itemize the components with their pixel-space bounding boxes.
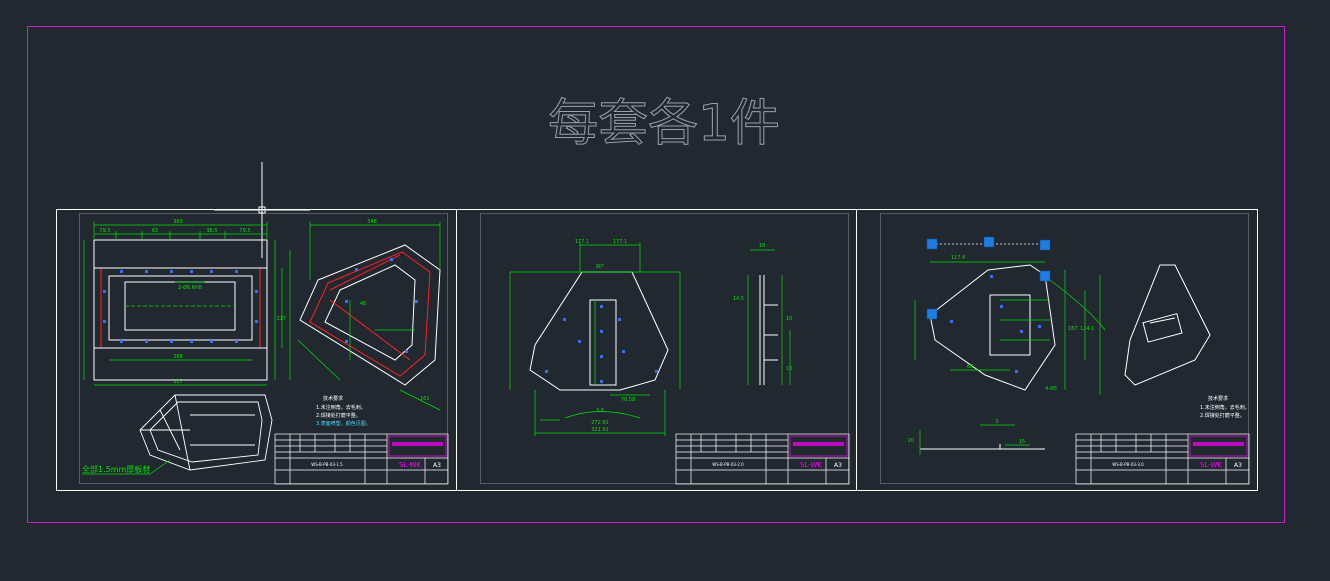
dim-top-4: 79.5 [239,228,250,234]
plate-dim-bottom-2: 3.8 [596,408,604,414]
crosshair-cursor [214,162,310,258]
profile-dim-2: 15 [1019,439,1025,445]
section-dim-3: 16 [786,366,792,372]
note3-line-1: 2.焊接处打磨平整。 [1200,412,1245,419]
grip-handle[interactable] [983,236,995,248]
selection-grips [926,236,1051,320]
selected-plate-holes [950,275,1041,373]
title-block-2 [675,433,850,485]
isometric-view [139,394,273,471]
sel-dim-3: 68 [967,364,973,370]
pentagon-holes [545,305,658,383]
grip-handle[interactable] [1039,270,1051,282]
pentagon-plate [529,271,669,391]
dim-top-1: 79.5 [99,228,110,234]
note-line-2: 3.表面喷塑，颜色见图。 [316,420,371,427]
side-dim-2: 217 [276,316,286,322]
dim-top-2: 63 [152,228,158,234]
section-dim-0: 18 [759,243,765,249]
layout-border [27,26,1285,523]
sheet-3: 117.4 124.1 187 68 4-Ø5 20 3 15 技 [908,236,1250,485]
plate-dim-bottom-1: 321.91 [591,427,609,433]
sheet-size-2: A3 [834,462,842,469]
side-dimensions [289,222,441,411]
selected-plate-dims [914,243,1106,395]
section-dim-2: 16 [786,316,792,322]
bottom-profile [920,444,1045,450]
profile-dim-1: 3 [995,419,998,425]
sel-dim-0: 117.4 [951,255,965,261]
title-block-3 [1075,433,1250,485]
pentagon-dimensions [509,242,681,436]
drawing-code-2: WS-B-PB-03-2.0 [712,462,744,467]
plate-dim-top-0: 177.1 [575,239,589,245]
drawing-code-3: WS-B-PB-03-3.0 [1112,462,1144,467]
selected-plate [929,264,1056,391]
sheet-1: 360 79.5 63 38.5 79.5 2-Ø6.6H8 288 327 [82,219,449,485]
side-section-view [759,275,778,385]
note-line-0: 1.未注倒角，去毛刺。 [316,404,366,411]
frame-dimensions [83,222,283,386]
profile-dim-0: 20 [908,438,914,444]
notes-heading: 技术要求 [323,395,343,402]
dim-top-0: 360 [173,219,183,225]
side-section-dims [747,249,791,385]
plate-dim-bottom-3: 70.58 [621,397,635,403]
frame-holes [103,270,258,343]
sel-dim-1: 124.1 [1080,326,1094,332]
dim-top-3: 38.5 [206,228,217,234]
project-name-1: SL-WK [399,461,421,469]
plate-dim-angle: 90° [596,264,605,270]
grip-handle[interactable] [1039,239,1051,251]
section-dim-1: 14.5 [733,296,744,302]
sheet-frames [56,209,1258,491]
note-line-1: 2.焊接处打磨平整。 [316,412,361,419]
project-name-2: SL-WK [800,461,822,469]
side-dim-0: 348 [367,219,377,225]
side-part-view [299,244,441,386]
notes-heading-3: 技术要求 [1208,395,1228,402]
plate-dim-bottom-0: 272.91 [591,420,609,426]
title-block-1 [274,433,449,485]
sel-dim-2: 187 [1068,326,1078,332]
bottom-profile-dims [919,424,1030,455]
sheet-size-3: A3 [1234,462,1242,469]
sheet-2: 177.1 177.1 90° 272.91 321.91 3.8 70.58 … [509,239,850,485]
hole-label: 2-Ø6.6H8 [178,284,202,291]
side-dim-1: 46 [360,301,366,307]
drawing-code-1: WS-B-PB-03-1.5 [311,462,343,467]
drawing-title: 每套各1件 [548,94,780,152]
plate-dim-top-1: 177.1 [613,239,627,245]
side-holes [345,258,418,353]
isometric-plate-view [1124,264,1211,386]
dim-bottom-0: 288 [173,354,183,360]
frame-part-top-view [93,239,268,381]
side-dim-3: 161 [420,396,430,402]
grip-handle[interactable] [926,308,938,320]
dim-bottom-1: 327 [173,379,183,385]
note3-line-0: 1.未注倒角，去毛刺。 [1200,404,1250,411]
sel-dim-4: 4-Ø5 [1045,385,1057,392]
grip-handle[interactable] [926,238,938,250]
plate-thickness-label: 全部1.5mm厚板材 [82,464,150,474]
sheet-size-1: A3 [433,462,441,469]
project-name-3: SL-WK [1200,461,1222,469]
